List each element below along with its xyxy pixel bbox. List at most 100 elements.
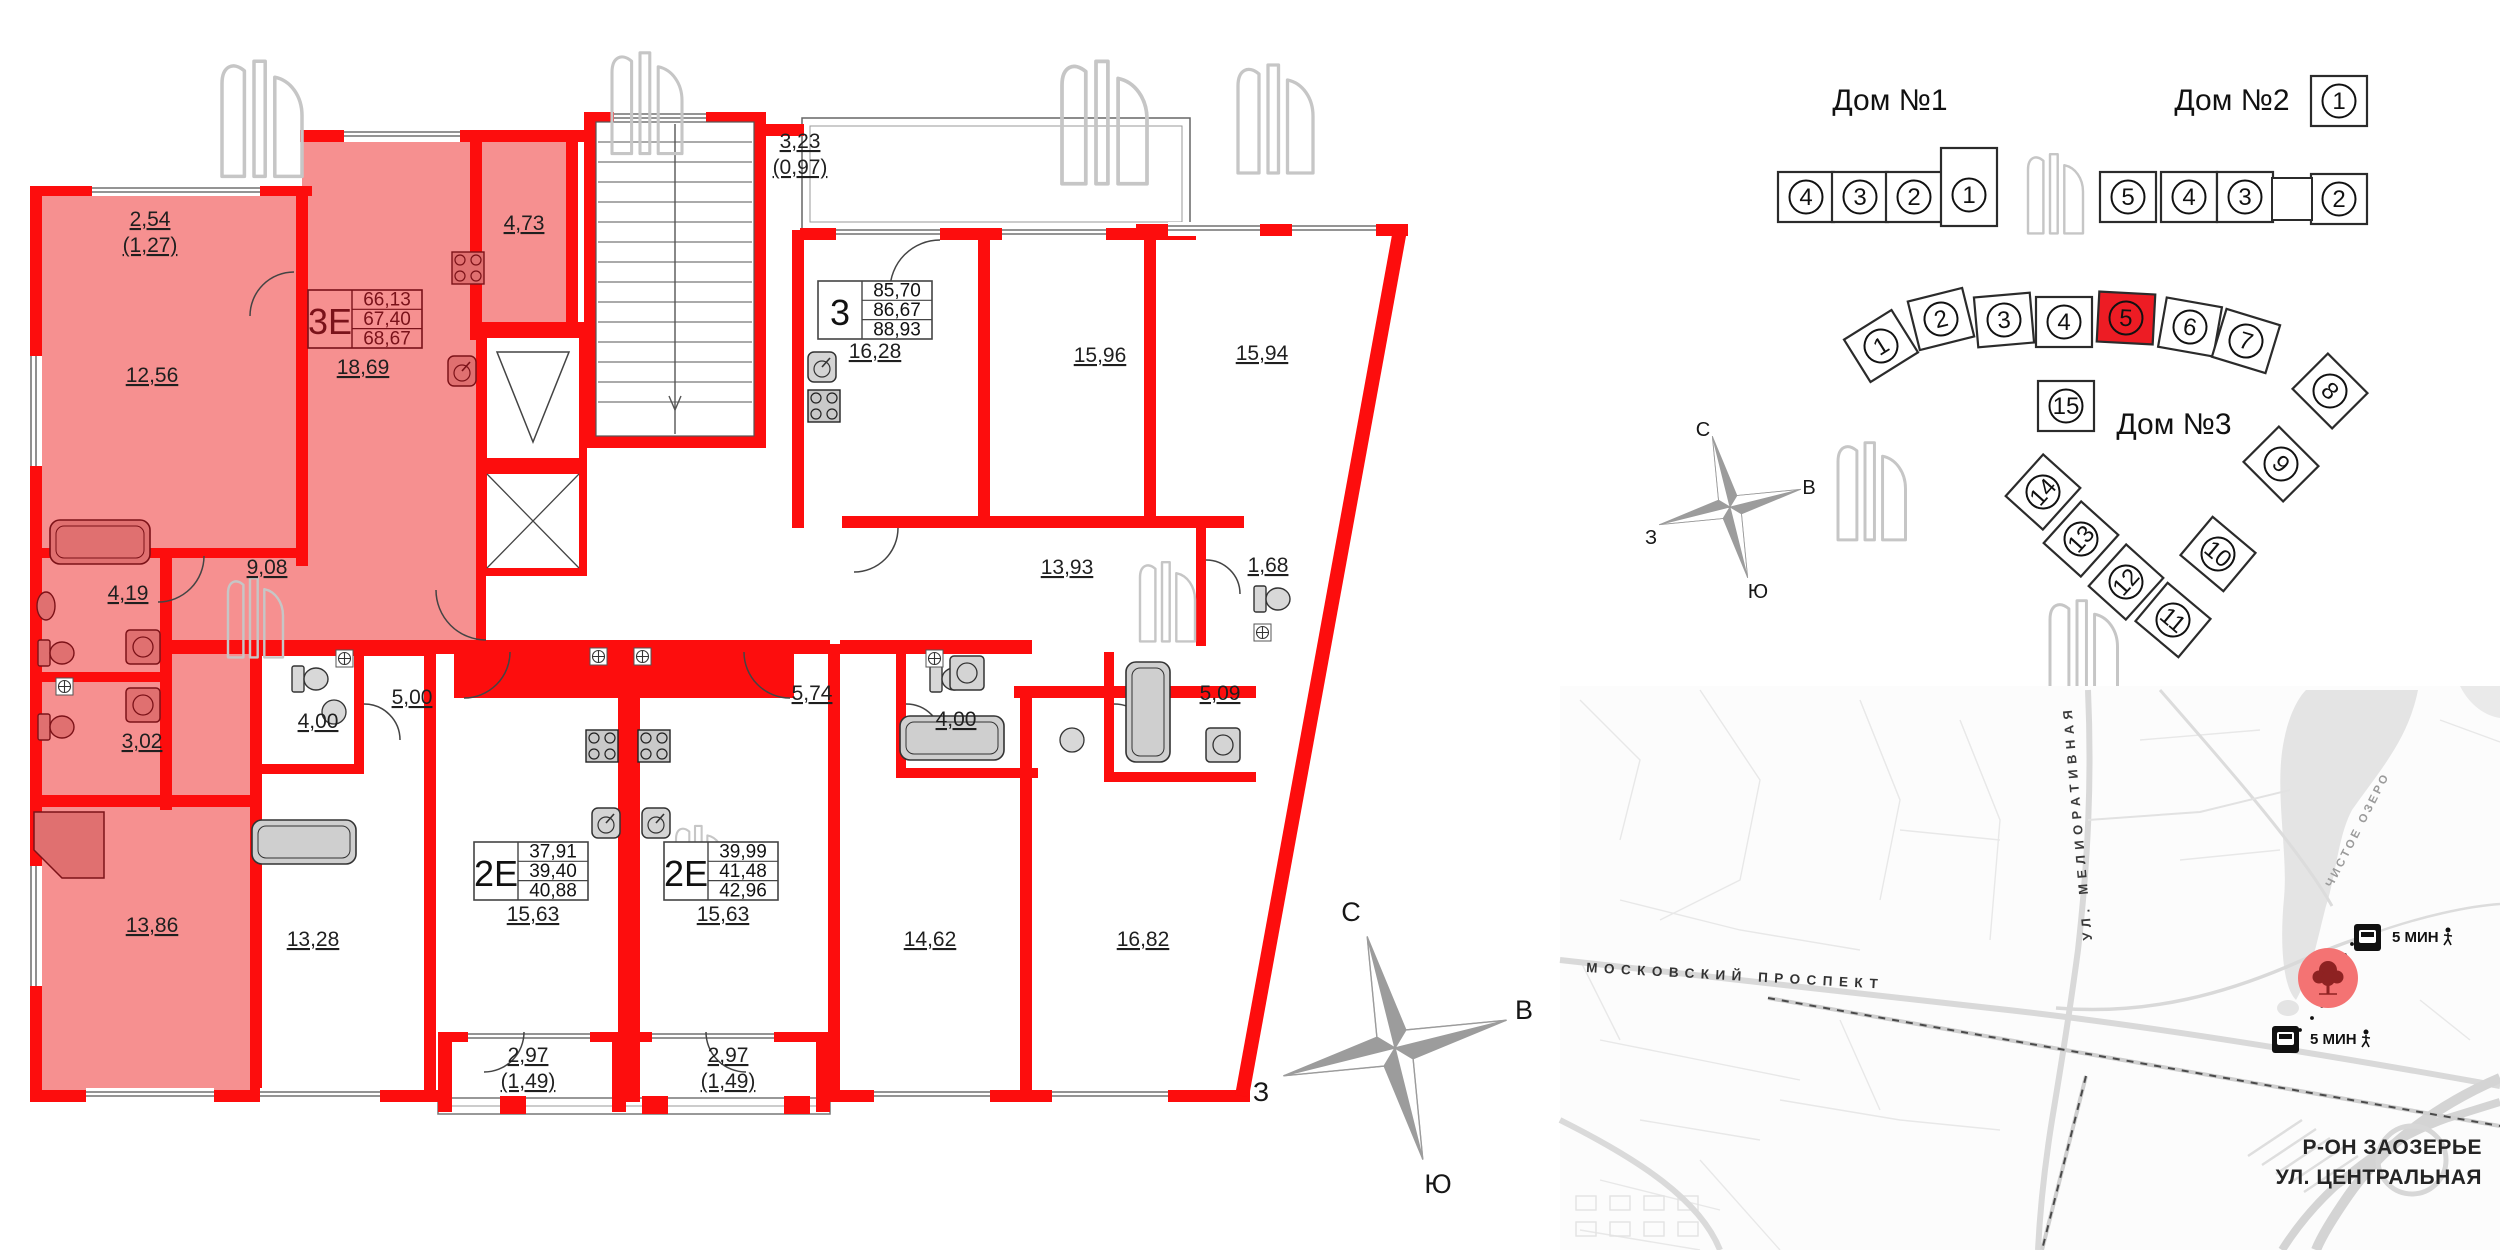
section-box[interactable]: 1 (1842, 308, 1920, 384)
apartment-type: 2Е (474, 853, 518, 894)
section-box[interactable]: 5 (2098, 170, 2158, 224)
section-number: 2 (1907, 184, 1920, 211)
apartment-area-2: 88,93 (873, 319, 921, 340)
building-sketch-icon (220, 59, 304, 179)
section-box[interactable]: 1 (1939, 146, 1999, 228)
compass-star-icon (1642, 419, 1819, 596)
section-box[interactable]: 10 (2178, 515, 2258, 593)
section-number: 1 (1962, 182, 1975, 209)
room-area-room-15-63-l: 15,63 (507, 903, 560, 926)
apartment-area-1: 67,40 (363, 309, 411, 330)
apartment-area-0: 85,70 (873, 281, 921, 302)
section-box[interactable]: 4 (1776, 170, 1836, 224)
room-area-room-14-62: 14,62 (904, 928, 957, 951)
bus-stop-2: 5 МИН (2272, 1026, 2371, 1053)
section-box[interactable]: 4 (2034, 295, 2094, 349)
room-coeff-balcony-2-54: (1,27) (123, 234, 178, 257)
elevator-shaft (479, 330, 587, 576)
room-area-balcony-2-97-r: 2,97 (708, 1044, 749, 1067)
fixtures (33, 251, 1291, 879)
room-area-room-15-96: 15,96 (1074, 344, 1127, 367)
compass-west-label: З (1645, 527, 1657, 549)
compass-west-label: З (1253, 1077, 1269, 1107)
room-area-hall-5-74: 5,74 (792, 682, 833, 705)
section-box[interactable]: 3 (1830, 170, 1890, 224)
compass-star-icon (1256, 909, 1535, 1188)
apartment-area-0: 66,13 (363, 290, 411, 311)
room-area-balcony-2-54: 2,54 (130, 208, 171, 231)
compass-east-label: В (1515, 995, 1533, 1025)
section-box[interactable]: 3 (1972, 291, 2036, 349)
bus-stop-1: 5 МИН (2354, 924, 2453, 951)
section-box[interactable]: 9 (2241, 424, 2321, 504)
apartment-type: 3 (830, 292, 850, 333)
site-marker[interactable] (2298, 948, 2358, 1008)
room-area-hall-13-93: 13,93 (1041, 556, 1094, 579)
room-coeff-balcony-2-97-l: (1,49) (501, 1070, 556, 1093)
compass-south-label: Ю (1424, 1169, 1451, 1199)
room-area-room-16-82: 16,82 (1117, 928, 1170, 951)
room-area-room-4-73: 4,73 (504, 212, 545, 235)
section-number: 4 (1799, 184, 1812, 211)
room-area-bath-4-00-r: 4,00 (936, 708, 977, 731)
section-number: 3 (2238, 184, 2251, 211)
apartment-type: 2Е (664, 853, 708, 894)
tree-icon (2312, 961, 2344, 995)
section-number: 6 (2181, 313, 2199, 342)
section-box[interactable]: 12 (2087, 542, 2165, 622)
apartment-type: 3Е (308, 301, 352, 342)
district-label-line1: Р-ОН ЗАОЗЕРЬЕ (2303, 1136, 2482, 1159)
section-number: 2 (2332, 186, 2345, 213)
room-area-room-12-56: 12,56 (126, 364, 179, 387)
apartment-area-0: 39,99 (719, 842, 767, 863)
compass-north-label: С (1341, 897, 1361, 927)
room-area-wc-3-02: 3,02 (122, 730, 163, 753)
section-box-highlighted[interactable]: 5 (2095, 290, 2157, 346)
section-box[interactable]: 7 (2210, 307, 2282, 375)
building-sketch-icon (1138, 560, 1197, 643)
room-area-room-15-63-r: 15,63 (697, 903, 750, 926)
selected-apartment-area[interactable] (42, 136, 578, 1092)
compass-south-label: Ю (1748, 581, 1768, 603)
compass-floor-plan: С В З Ю (1253, 897, 1535, 1199)
section-number: 15 (2053, 393, 2080, 420)
section-number: 3 (1996, 306, 2012, 334)
section-box[interactable]: 4 (2159, 170, 2219, 224)
building-sketch-icon (2048, 599, 2119, 700)
section-box[interactable]: 13 (2042, 499, 2120, 579)
section-box[interactable]: 3 (2215, 170, 2275, 224)
building-sketch-icon (1836, 441, 1907, 542)
section-box[interactable]: 2 (2309, 172, 2369, 226)
district-label-line2: УЛ. ЦЕНТРАЛЬНАЯ (2276, 1166, 2482, 1189)
section-box[interactable]: 2 (1906, 286, 1976, 352)
section-number: 4 (2057, 309, 2070, 336)
section-box[interactable]: 15 (2036, 379, 2096, 433)
apartment-area-1: 39,40 (529, 861, 577, 882)
house-3-label: Дом №3 (2116, 408, 2231, 441)
walking-time-label: 5 МИН (2310, 1031, 2357, 1048)
apartment-area-0: 37,91 (529, 842, 577, 863)
apartment-area-2: 42,96 (719, 880, 767, 901)
section-box[interactable]: 8 (2290, 351, 2370, 431)
room-area-room-13-28: 13,28 (287, 928, 340, 951)
room-area-room-13-86: 13,86 (126, 914, 179, 937)
section-box[interactable]: 11 (2133, 581, 2213, 659)
room-area-bath-4-00-l: 4,00 (298, 710, 339, 733)
section-box[interactable]: 1 (2309, 74, 2369, 128)
room-area-room-16-28: 16,28 (849, 340, 902, 363)
section-box[interactable]: 6 (2156, 296, 2224, 358)
section-box[interactable]: 14 (2004, 452, 2082, 532)
room-area-balcony-3-23: 3,23 (780, 130, 821, 153)
section-number: 4 (2182, 184, 2195, 211)
section-box[interactable]: 2 (1884, 170, 1944, 224)
staircase (595, 121, 755, 437)
section-number: 1 (2332, 88, 2345, 115)
room-area-room-18-69: 18,69 (337, 356, 390, 379)
